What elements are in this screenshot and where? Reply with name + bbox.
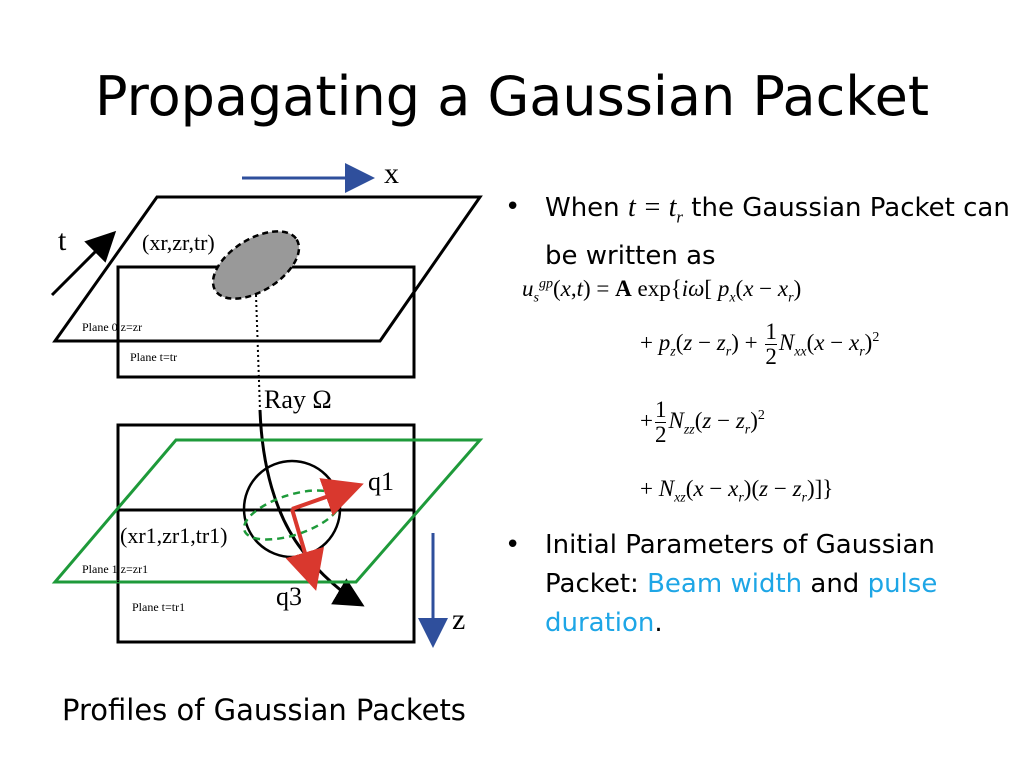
bullet-1-math: t = tr (627, 192, 684, 227)
ray-path (258, 409, 365, 607)
bullet-item-1: • When t = tr the Gaussian Packet can be… (505, 188, 1015, 276)
bullet-2-post: . (654, 608, 663, 638)
bullet-list: • When t = tr the Gaussian Packet can be… (505, 188, 1015, 276)
equation-line-1: usgp(x,t) = A exp{iω[ px(x − xr) (522, 276, 802, 306)
bullet-1-pre: When (545, 193, 620, 223)
bullet-2-mid: and (802, 569, 868, 599)
plane-1-label: Plane 1 z=zr1 (82, 562, 148, 576)
point-top-label: (xr,zr,tr) (142, 230, 215, 255)
point-bottom-label: (xr1,zr1,tr1) (120, 523, 228, 548)
t-axis-label: t (58, 224, 67, 257)
gaussian-packet-figure: x t Plane 0 z=zr Plane t=tr (xr,zr,tr) R… (40, 155, 490, 655)
top-gaussian-ellipse (211, 230, 301, 300)
bullet-1-post: the Gaussian Packet can be written as (545, 193, 1010, 271)
bullet-dot: • (505, 192, 521, 222)
slide-title: Propagating a Gaussian Packet (94, 65, 930, 128)
q1-arrow (291, 478, 364, 516)
figure-svg: x t Plane 0 z=zr Plane t=tr (xr,zr,tr) R… (50, 157, 484, 648)
bullet-dot: • (505, 530, 521, 560)
plane-t-label: Plane t=tr (130, 350, 177, 364)
x-axis-label: x (384, 157, 399, 190)
plane-t1-label: Plane t=tr1 (132, 600, 185, 614)
figure-caption: Profiles of Gaussian Packets (62, 693, 466, 727)
ray-label: Ray Ω (264, 385, 332, 414)
beam-width-highlight: Beam width (647, 569, 803, 599)
bullet-list-2: • Initial Parameters of Gaussian Packet:… (505, 526, 1015, 643)
plane-0-label: Plane 0 z=zr (82, 320, 142, 334)
bullet-item-2: • Initial Parameters of Gaussian Packet:… (505, 526, 1015, 643)
plane-0 (52, 195, 483, 343)
q3-label: q3 (276, 582, 302, 611)
q3-arrow (285, 508, 325, 591)
q1-label: q1 (368, 467, 394, 496)
equation-line-4: + Nxz(x − xr)(z − zr)]} (640, 476, 834, 506)
z-axis-label: z (452, 603, 465, 636)
t-axis-arrow (50, 230, 117, 297)
pulse-duration-highlight: pulse duration (545, 569, 938, 638)
bullet-2-pre: Initial Parameters of Gaussian Packet: (545, 530, 935, 599)
